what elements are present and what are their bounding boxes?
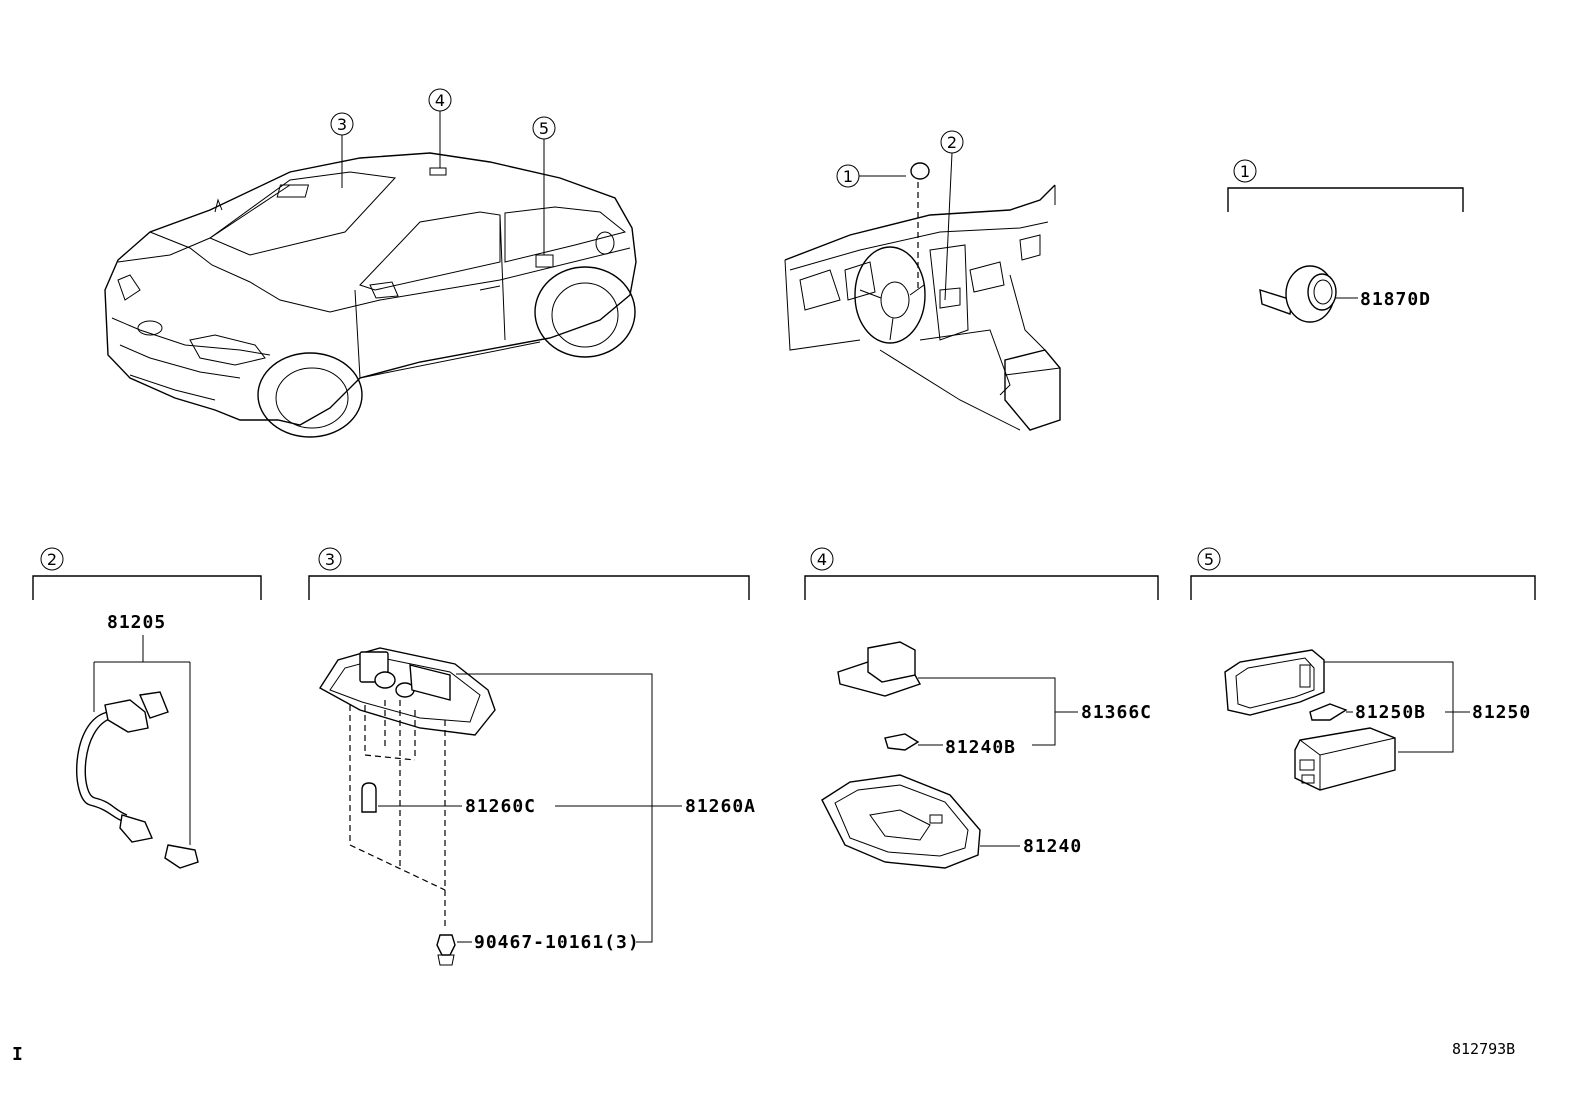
- lens-81240-drawing: [821, 774, 981, 869]
- section-1: 1 81870D: [1227, 159, 1464, 323]
- car-callouts: 3 4 5: [330, 88, 556, 255]
- bulb-81240B-drawing: [884, 733, 920, 751]
- corner-mark: I: [12, 1044, 24, 1065]
- housing-81250-drawing: [1294, 727, 1396, 791]
- callout-4-label: 4: [435, 91, 445, 110]
- bulb-81250B-drawing: [1309, 703, 1348, 721]
- section-3: 3 81260C 81260A 9046: [308, 547, 756, 966]
- callout-2-label: 2: [47, 550, 57, 569]
- part-90467-label: 90467-10161(3): [474, 932, 640, 953]
- callout-1-circle: [1233, 159, 1257, 183]
- part-81250-label: 81250: [1472, 702, 1531, 723]
- callout-3-label-b: 3: [325, 550, 335, 569]
- part-81240-label: 81240: [1023, 836, 1082, 857]
- part-81250B-label: 81250B: [1355, 702, 1426, 723]
- clip-90467-drawing: [436, 934, 456, 966]
- lens-81250-drawing: [1224, 649, 1325, 716]
- callout-2-circle: [40, 547, 64, 571]
- part-81260A-label: 81260A: [685, 796, 756, 817]
- callout-1-label-dash: 1: [843, 167, 853, 186]
- callout-2-label-dash: 2: [947, 133, 957, 152]
- car-illustration: [104, 152, 637, 438]
- part-81205-label: 81205: [107, 612, 166, 633]
- switch-81366C-drawing: [837, 641, 922, 697]
- callout-1-label: 1: [1240, 162, 1250, 181]
- part-81366C-label: 81366C: [1081, 702, 1152, 723]
- bulb-81260C-drawing: [361, 782, 377, 813]
- callout-4-circle-b: [810, 547, 834, 571]
- dashboard-callouts: 1 2: [836, 130, 964, 301]
- part-81870D-label: 81870D: [1360, 289, 1431, 310]
- section-5: 5 81250B 81250: [1190, 547, 1536, 791]
- dome-lamp-81260A-drawing: [319, 647, 496, 736]
- callout-3-circle-b: [318, 547, 342, 571]
- section-4: 4 81366C 81240B 81240: [804, 547, 1159, 869]
- callout-3-label: 3: [337, 115, 347, 134]
- section-2: 2 81205: [32, 547, 262, 869]
- part-81240B-label: 81240B: [945, 737, 1016, 758]
- sensor-81870D-drawing: [1259, 265, 1337, 323]
- callout-5-circle-b: [1197, 547, 1221, 571]
- callout-5-label-b: 5: [1204, 550, 1214, 569]
- dashboard-illustration: [784, 184, 1061, 431]
- callout-5-label: 5: [539, 119, 549, 138]
- diagram-code: 812793B: [1452, 1040, 1515, 1058]
- part-81260C-label: 81260C: [465, 796, 536, 817]
- harness-81205-drawing: [76, 691, 199, 869]
- callout-4-label-b: 4: [817, 550, 827, 569]
